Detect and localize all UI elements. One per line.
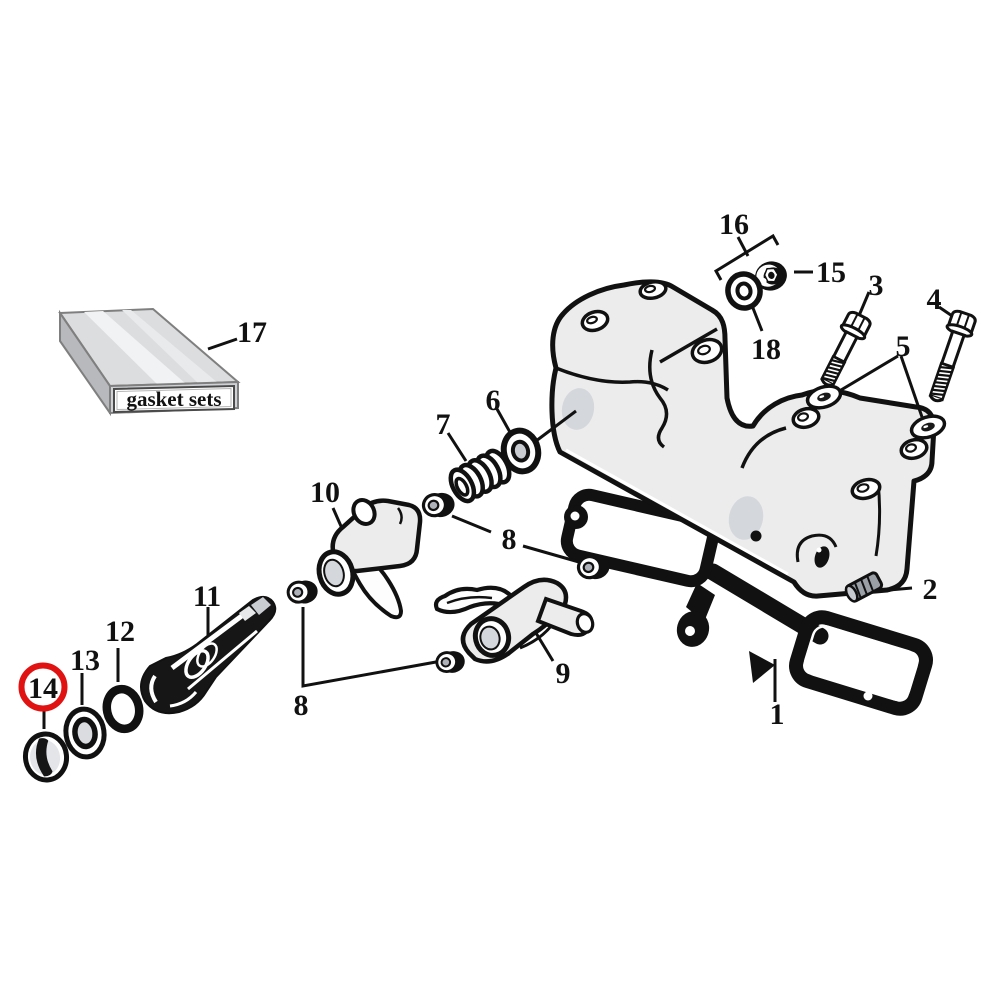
gasket-sets-box: gasket sets <box>58 307 241 417</box>
bracket-16 <box>713 233 780 281</box>
bolt-3 <box>820 310 872 387</box>
cover-hole-left <box>561 388 595 430</box>
bushing-8a <box>421 492 455 518</box>
cover-bolt-bosses <box>580 279 929 501</box>
callout-14: 14 <box>28 672 58 705</box>
leader-17 <box>207 337 238 351</box>
bolt-4 <box>928 309 977 403</box>
callout-17: 17 <box>237 316 267 349</box>
callout-12: 12 <box>105 615 135 648</box>
callout-5: 5 <box>896 330 911 363</box>
leader-8b <box>301 607 437 688</box>
leader-6-hole <box>535 409 577 443</box>
callout-13: 13 <box>70 644 100 677</box>
rocker-arm-10 <box>316 498 423 620</box>
rocker-arm-9 <box>433 577 595 664</box>
nut-15 <box>755 261 787 291</box>
washer-13 <box>63 706 107 760</box>
flat-washer-5b <box>909 414 947 440</box>
callout-2: 2 <box>923 573 938 606</box>
leader-6 <box>495 408 513 435</box>
cover-hole-center <box>728 496 764 540</box>
callout-10: 10 <box>310 476 340 509</box>
washer-6 <box>500 427 542 475</box>
rocker-cover <box>549 279 937 599</box>
callout-8a: 8 <box>502 523 517 556</box>
callout-16: 16 <box>719 208 749 241</box>
leader-8a <box>451 514 580 564</box>
callout-3: 3 <box>869 269 884 302</box>
bushing-8c <box>286 580 318 604</box>
leader-5 <box>835 354 924 418</box>
callout-9: 9 <box>556 657 571 690</box>
callout-1: 1 <box>770 698 785 731</box>
callout-4: 4 <box>927 283 942 316</box>
callout-labels: 1 2 3 4 5 6 7 8 8 9 10 11 12 13 14 15 16… <box>28 208 942 731</box>
o-ring-12 <box>102 684 144 734</box>
bushing-8b <box>576 554 610 580</box>
callout-7: 7 <box>436 408 451 441</box>
gasket-sets-label: gasket sets <box>126 387 221 411</box>
plug-14 <box>22 731 70 783</box>
leader-7 <box>446 432 468 462</box>
bushing-8d <box>435 651 465 674</box>
set-screw <box>844 571 884 603</box>
callout-15: 15 <box>816 256 846 289</box>
rocker-shaft-11 <box>140 596 277 715</box>
gasket <box>560 488 933 716</box>
callout-8b: 8 <box>294 689 309 722</box>
highlight-ring-14 <box>18 662 68 712</box>
callout-18: 18 <box>751 333 781 366</box>
spring-7 <box>448 448 512 504</box>
flat-washer-5a <box>805 384 843 410</box>
callout-6: 6 <box>486 384 501 417</box>
washer-18 <box>725 271 763 311</box>
callout-11: 11 <box>193 580 221 613</box>
leader-2 <box>888 586 913 592</box>
leader-lines <box>42 233 962 729</box>
